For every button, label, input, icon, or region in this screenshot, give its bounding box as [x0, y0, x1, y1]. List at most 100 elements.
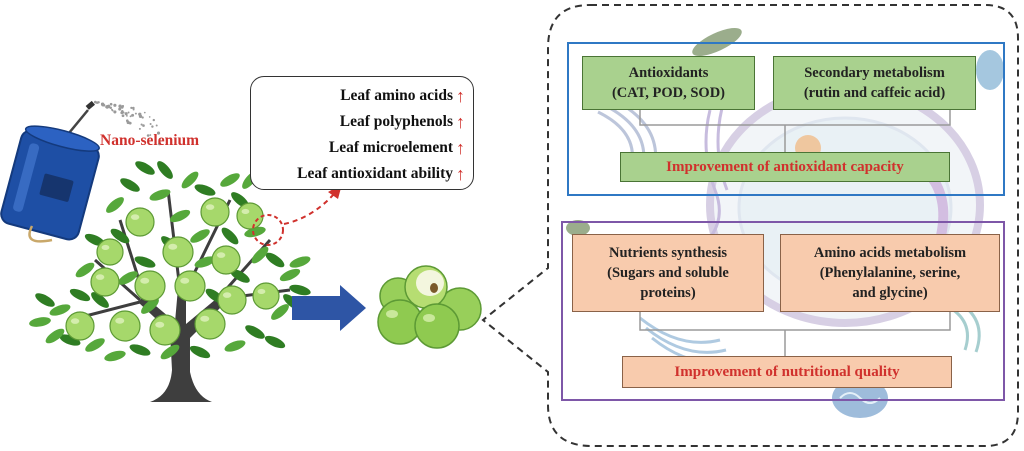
tree-leaf — [106, 197, 124, 213]
spray-droplet — [157, 142, 162, 146]
tree-fruit-highlight — [216, 252, 226, 258]
tree-fruit — [217, 285, 247, 315]
fruit-highlight — [423, 314, 435, 322]
spray-nozzle — [85, 100, 95, 110]
nutrition-outcome-box: Improvement of nutritional quality — [622, 356, 952, 388]
tree-fruit-highlight — [155, 321, 165, 328]
tree-fruit — [96, 238, 124, 266]
tree-leaf — [45, 328, 65, 344]
spray-droplet — [131, 113, 135, 117]
leaf-effect-row: Leaf polyphenols ↑ — [251, 109, 465, 135]
tree-fruit-highlight — [222, 292, 232, 298]
nutrition-panel-frame — [561, 221, 1005, 401]
tree-leaf — [157, 161, 173, 179]
spray-droplet — [129, 115, 132, 118]
tree-leaf — [271, 304, 289, 320]
tree-fruit-highlight — [140, 277, 150, 284]
leaf-highlight-circle — [252, 214, 284, 246]
tree-fruit-highlight — [168, 243, 178, 250]
nutrients-synthesis-title: Nutrients synthesis — [608, 245, 728, 261]
tree-leaf — [220, 173, 240, 187]
tree-leaf — [91, 292, 109, 308]
spray-droplet — [109, 102, 113, 106]
spray-droplet — [138, 127, 141, 130]
tree-fruit-highlight — [200, 315, 210, 322]
tree-leaf — [194, 256, 216, 268]
tree-fruit — [134, 270, 166, 302]
antioxidant-connector — [639, 110, 951, 152]
tree-fruit — [194, 308, 226, 340]
nano-selenium-label: Nano-selenium — [100, 132, 200, 149]
antioxidants-title: Antioxidants — [628, 65, 709, 81]
tree-fruits — [65, 197, 280, 346]
cut-fruit-flesh — [416, 270, 444, 296]
up-arrow-icon: ↑ — [456, 164, 465, 184]
nutrition-connector — [639, 312, 951, 356]
tree-fruit — [65, 311, 95, 341]
tree-leaf — [35, 293, 55, 307]
spray-droplet — [156, 131, 161, 135]
tree-leaf — [104, 350, 126, 362]
tree-fruit-highlight — [257, 288, 266, 295]
sprayer-hose — [28, 225, 53, 243]
spray-droplet — [113, 103, 117, 107]
spray-droplet — [103, 104, 106, 107]
mitochondrion-right — [976, 50, 1004, 90]
tree-leaf — [289, 284, 311, 296]
leaf-callout-arrow — [283, 193, 335, 225]
leaf-effect-row: Leaf amino acids ↑ — [251, 83, 465, 109]
spray-droplet — [132, 108, 135, 111]
tree-fruit — [200, 197, 230, 227]
tree-leaf — [49, 304, 71, 316]
spray-droplet — [142, 124, 145, 127]
tree-leaf — [135, 161, 155, 175]
tree-leaf — [279, 268, 301, 282]
leaf-effect-label: Leaf amino acids — [340, 87, 453, 104]
tree-fruit-highlight — [180, 277, 190, 284]
nutrients-synthesis-detail: proteins) — [640, 285, 696, 301]
antioxidants-detail: (CAT, POD, SOD) — [611, 85, 726, 101]
chloroplast-left — [566, 220, 590, 236]
spray-droplet — [151, 125, 154, 128]
tree-fruit-highlight — [130, 214, 140, 220]
tree-fruit — [174, 270, 206, 302]
spray-droplet — [149, 122, 152, 126]
up-arrow-icon: ↑ — [456, 138, 465, 158]
secondary-metabolism-box: Secondary metabolism (rutin and caffeic … — [773, 56, 976, 110]
tree-leaf — [85, 338, 105, 352]
secondary-metabolism-title: Secondary metabolism — [804, 65, 945, 81]
tree-leaf — [190, 229, 210, 243]
fruit-tree-icon — [29, 161, 311, 402]
spray-droplet — [111, 109, 114, 112]
tree-leaf — [181, 171, 199, 189]
tree-fruit — [109, 310, 141, 342]
nutrients-synthesis-box: Nutrients synthesis (Sugars and soluble … — [572, 234, 764, 312]
tree-leaf — [245, 325, 265, 339]
tree-fruit-highlight — [241, 208, 250, 215]
spray-droplet — [109, 106, 112, 110]
leaf-effect-label: Leaf polyphenols — [339, 113, 453, 130]
antioxidant-outcome-box: Improvement of antioxidant capacity — [620, 152, 950, 182]
spray-droplet — [124, 112, 128, 116]
mitochondrion-cristae — [839, 392, 881, 404]
spray-mist — [93, 100, 162, 146]
fruit-highlight — [386, 310, 398, 318]
amino-acids-metabolism-detail: (Phenylalanine, serine, — [819, 265, 961, 281]
up-arrow-icon: ↑ — [456, 112, 465, 132]
spray-droplet — [101, 103, 104, 106]
tree-fruit-highlight — [205, 204, 215, 210]
tree-leaf — [59, 334, 81, 346]
tree-fruit — [90, 267, 120, 297]
spray-droplet — [121, 105, 124, 108]
tree-fruit — [149, 314, 181, 346]
spray-droplet — [152, 118, 155, 122]
tree-leaf — [160, 344, 180, 360]
sprayer-icon — [0, 100, 162, 243]
tree-leaf — [69, 288, 91, 302]
spray-droplet — [143, 111, 146, 114]
leaf-effect-label: Leaf antioxidant ability — [297, 165, 453, 182]
spray-droplet — [118, 107, 122, 111]
spray-droplet — [120, 111, 124, 115]
